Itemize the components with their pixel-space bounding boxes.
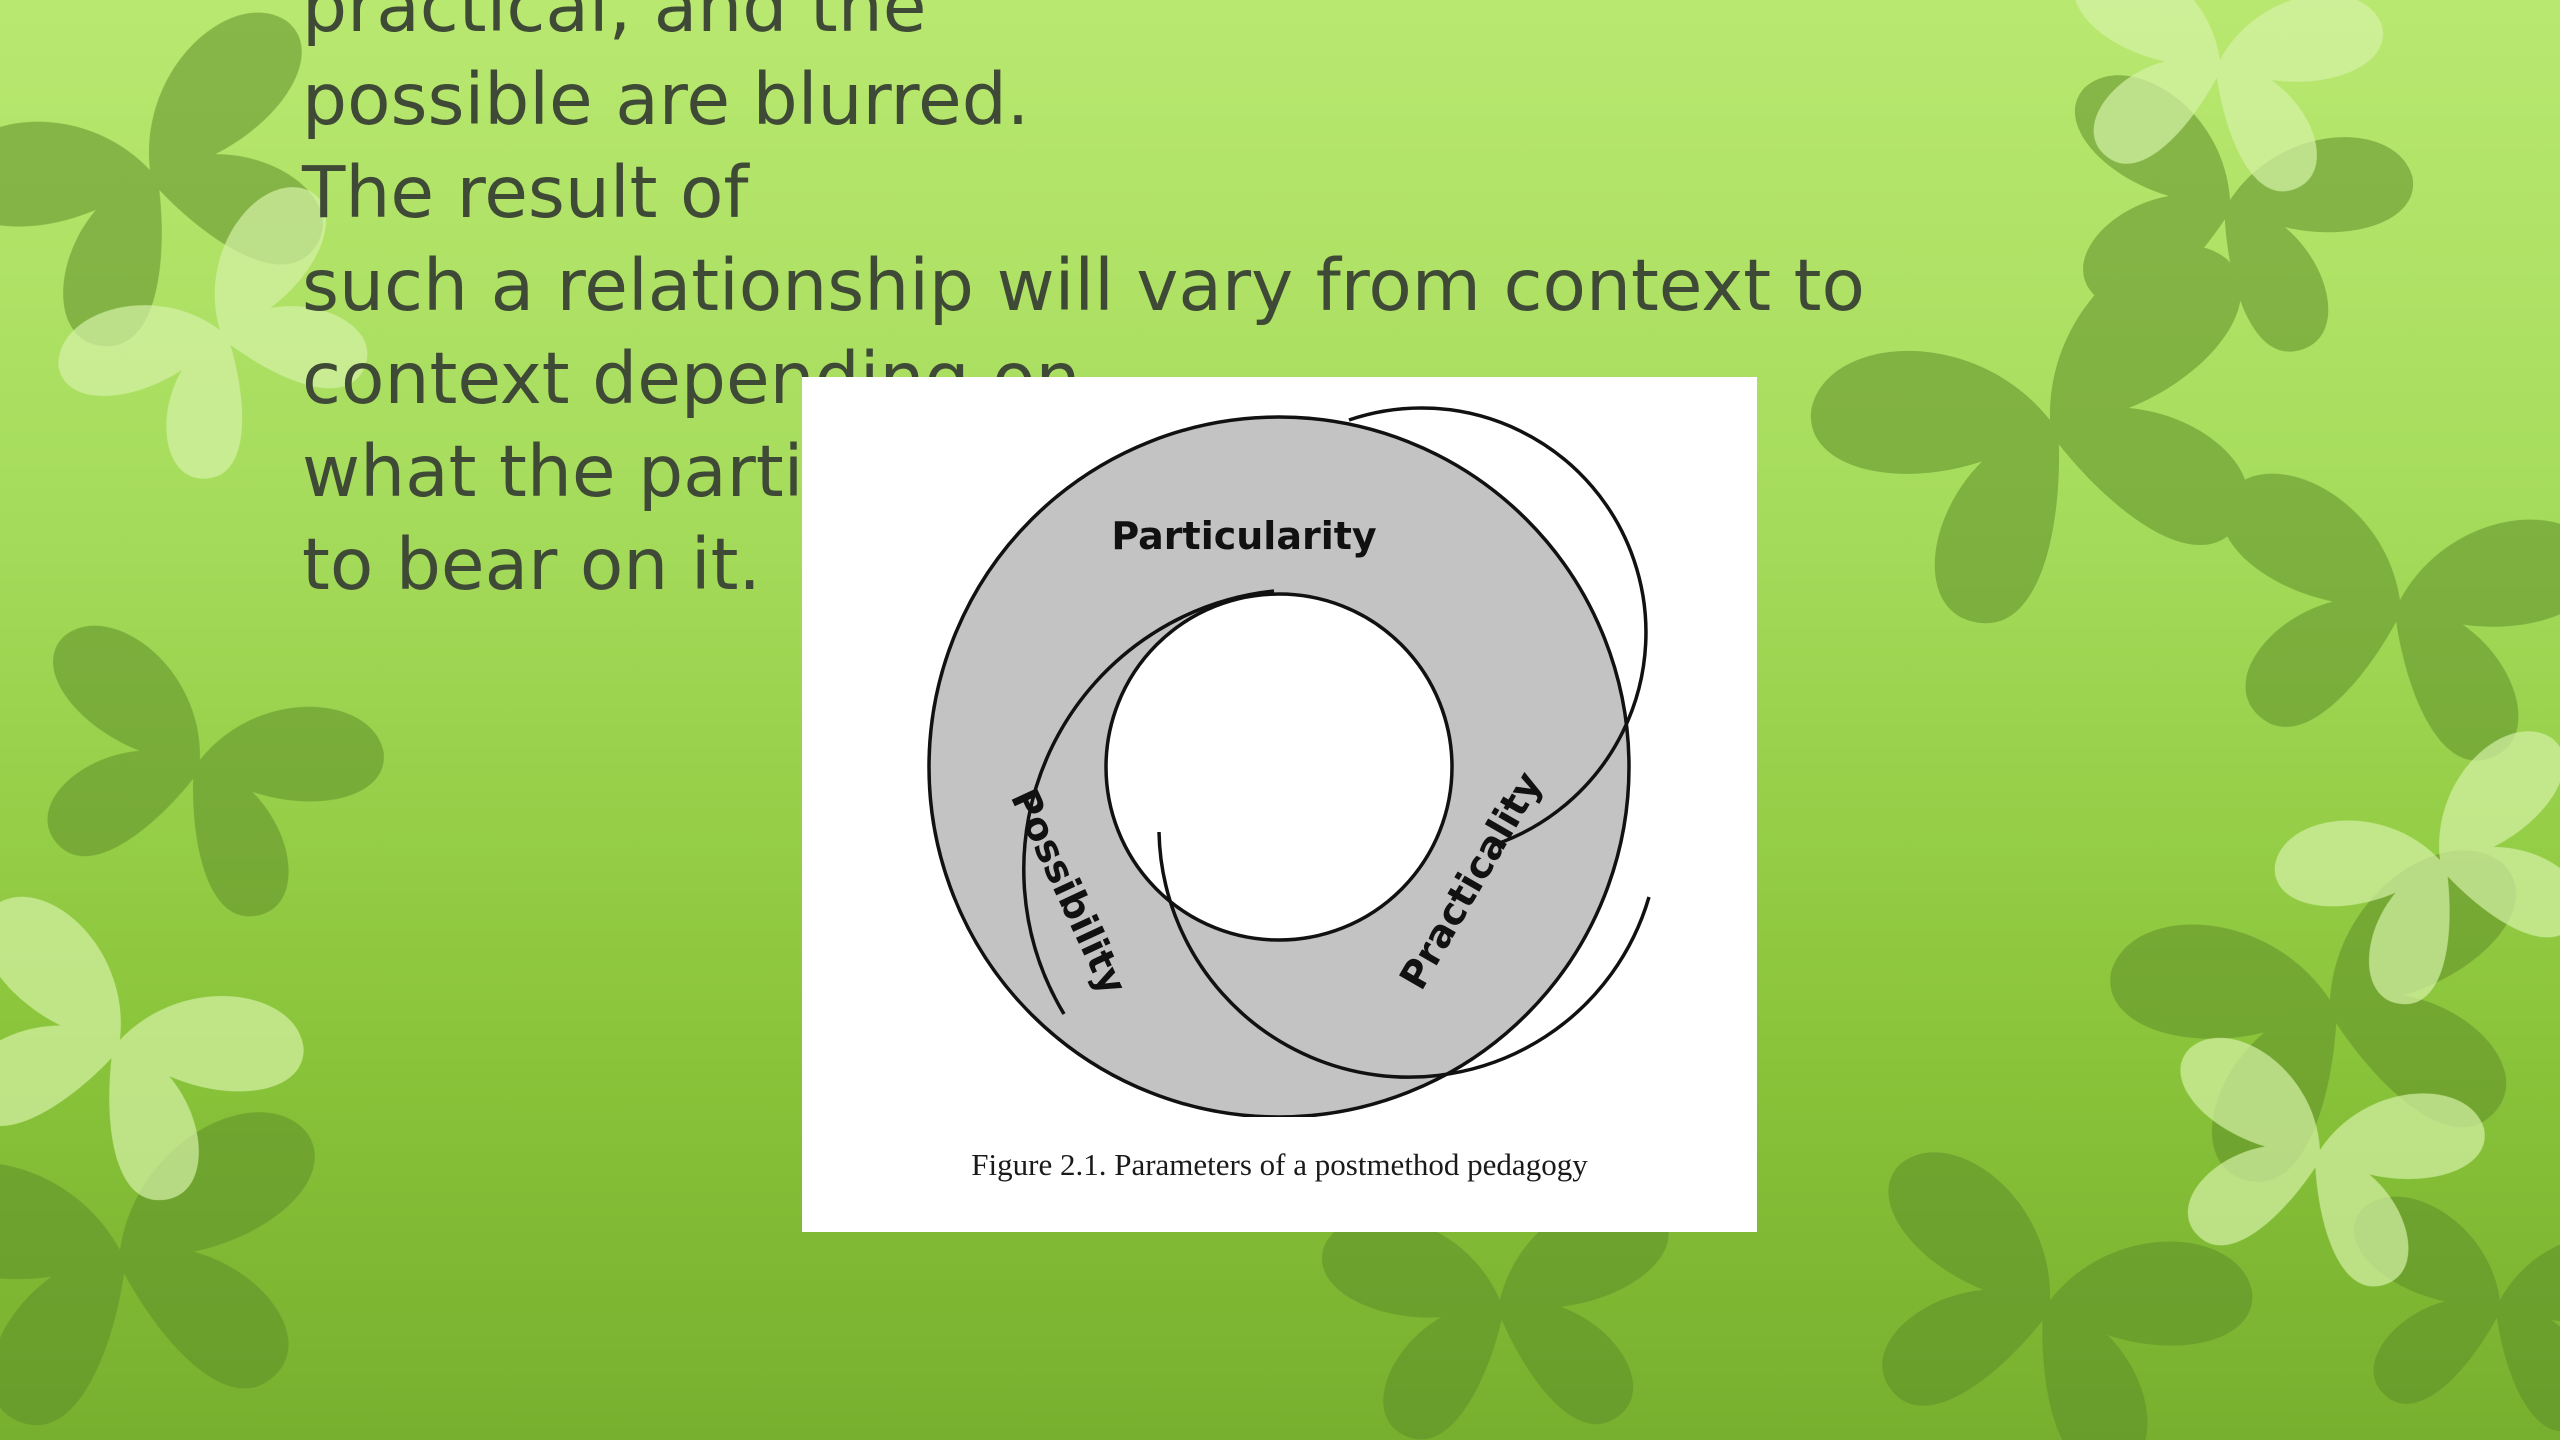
figure-caption: Figure 2.1. Parameters of a postmethod p… [971,1147,1588,1182]
postmethod-diagram: Particularity Practicality Possibility [927,406,1651,1117]
text-line: possible are blurred. [302,58,1030,141]
ring-body [929,417,1629,1117]
text-line: The result of [302,151,749,234]
text-line: such a relationship will vary from conte… [302,244,1865,327]
divider-arc-left [1022,589,1275,1015]
inner-circle [1104,592,1454,942]
label-particularity: Particularity [1111,514,1377,558]
divider-arc-right [1157,831,1651,1079]
divider-arc-top [1348,406,1648,847]
text-line: to bear on it. [302,523,762,606]
figure-image: Particularity Practicality Possibility F… [802,377,1757,1232]
outer-circle [927,415,1631,1117]
text-line: practical, and the [302,0,927,48]
